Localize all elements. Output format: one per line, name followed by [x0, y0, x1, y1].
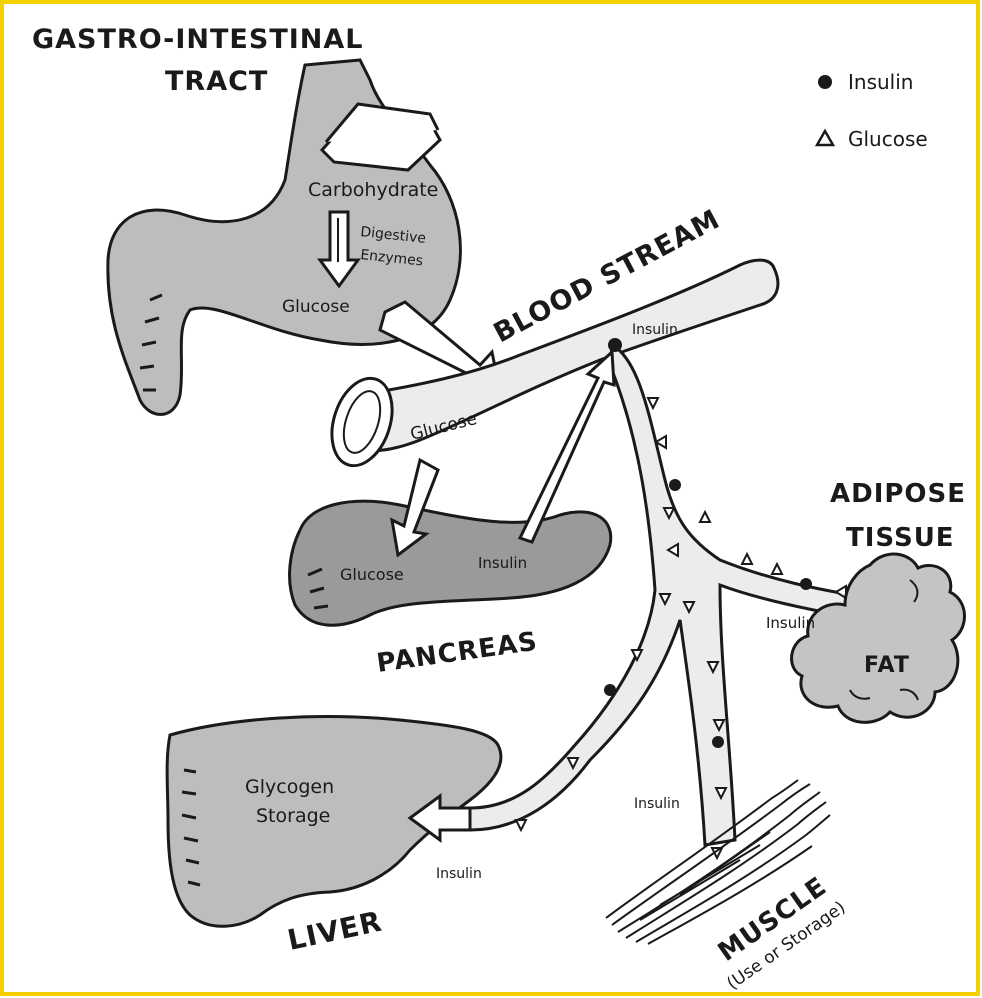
glucose-stomach-label: Glucose: [282, 297, 350, 317]
glycogen-label: Glycogen: [245, 776, 334, 798]
legend: Insulin Glucose: [817, 70, 928, 151]
legend-insulin-label: Insulin: [848, 70, 913, 94]
vessel-opening: [321, 371, 402, 474]
glucose-pancreas-label: Glucose: [340, 565, 404, 584]
liver-label: LIVER: [285, 905, 385, 957]
pancreas-label: PANCREAS: [375, 627, 540, 679]
gi-tract-title-2: TRACT: [165, 66, 268, 97]
gi-tract-title: GASTRO-INTESTINAL: [32, 24, 363, 55]
pancreas-shape: [290, 501, 611, 625]
insulin-muscle-label: Insulin: [634, 796, 680, 812]
carbohydrate-label: Carbohydrate: [308, 179, 438, 201]
insulin-liver-label: Insulin: [436, 866, 482, 882]
legend-insulin-dot-icon: [818, 75, 832, 89]
insulin-top-label: Insulin: [632, 322, 678, 338]
insulin-fat-label: Insulin: [766, 614, 815, 632]
insulin-pancreas-label: Insulin: [478, 554, 527, 572]
legend-glucose-triangle-icon: [817, 131, 833, 145]
fat-label: FAT: [864, 653, 910, 678]
fat-cloud: [792, 554, 965, 722]
adipose-label: ADIPOSE: [830, 479, 966, 509]
storage-label: Storage: [256, 805, 330, 827]
legend-glucose-label: Glucose: [848, 127, 928, 151]
tissue-label: TISSUE: [846, 523, 955, 553]
